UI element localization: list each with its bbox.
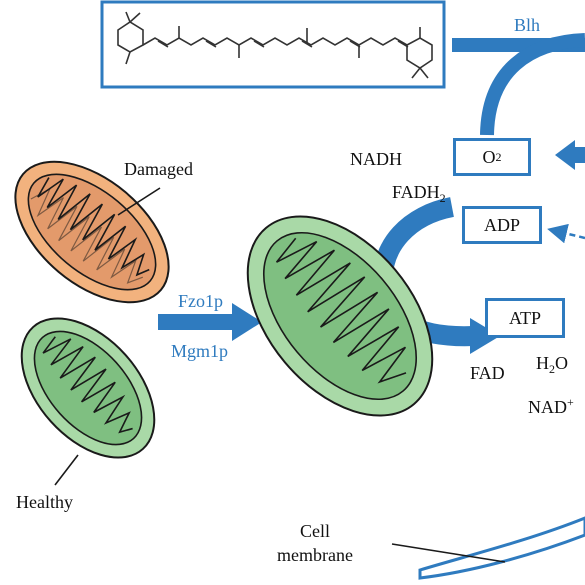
mgm1p-label: Mgm1p [171, 341, 229, 361]
fusion-arrow [158, 303, 262, 341]
h2o-sub: 2 [549, 362, 555, 376]
atp-box: ATP [485, 298, 565, 338]
fadh2-main: FADH [392, 182, 440, 202]
adp-label: ADP [483, 214, 520, 235]
cell-label-line2: membrane [277, 545, 353, 565]
nad-main: NAD [528, 397, 567, 417]
healthy-pointer [54, 454, 79, 486]
cell-label-line1: Cell [300, 521, 330, 541]
fused-mitochondrion [246, 215, 434, 417]
o2-sub: 2 [495, 149, 502, 164]
damaged-mitochondrion [14, 160, 170, 304]
o2-input-arrow [555, 140, 585, 170]
fad-label: FAD [470, 363, 505, 383]
adp-box: ADP [462, 206, 542, 244]
h2o-tail: O [555, 353, 568, 373]
healthy-mitochondrion [20, 317, 156, 459]
nad-sup: + [567, 395, 574, 409]
healthy-label: Healthy [16, 492, 73, 512]
blh-label: Blh [514, 15, 541, 35]
cell-membrane-label: Cell membrane [255, 522, 375, 564]
adp-dashed-arrow [547, 223, 585, 244]
fadh2-label: FADH2 [392, 183, 446, 204]
molecule-panel [100, 0, 446, 89]
nad-label: NAD+ [528, 396, 574, 416]
atp-label: ATP [508, 307, 541, 328]
fzo1p-label: Fzo1p [178, 291, 223, 311]
h2o-main: H [536, 353, 549, 373]
h2o-label: H2O [536, 354, 568, 375]
nadh-label: NADH [350, 149, 402, 169]
fadh2-sub: 2 [439, 191, 446, 205]
beta-carotene-structure-icon [117, 11, 433, 79]
cell-membrane [418, 516, 585, 580]
membrane-pointer [391, 543, 506, 563]
o2-main: O [482, 146, 496, 167]
damaged-label: Damaged [124, 159, 193, 179]
blh-connector [452, 33, 585, 136]
damaged-pointer [117, 187, 161, 216]
